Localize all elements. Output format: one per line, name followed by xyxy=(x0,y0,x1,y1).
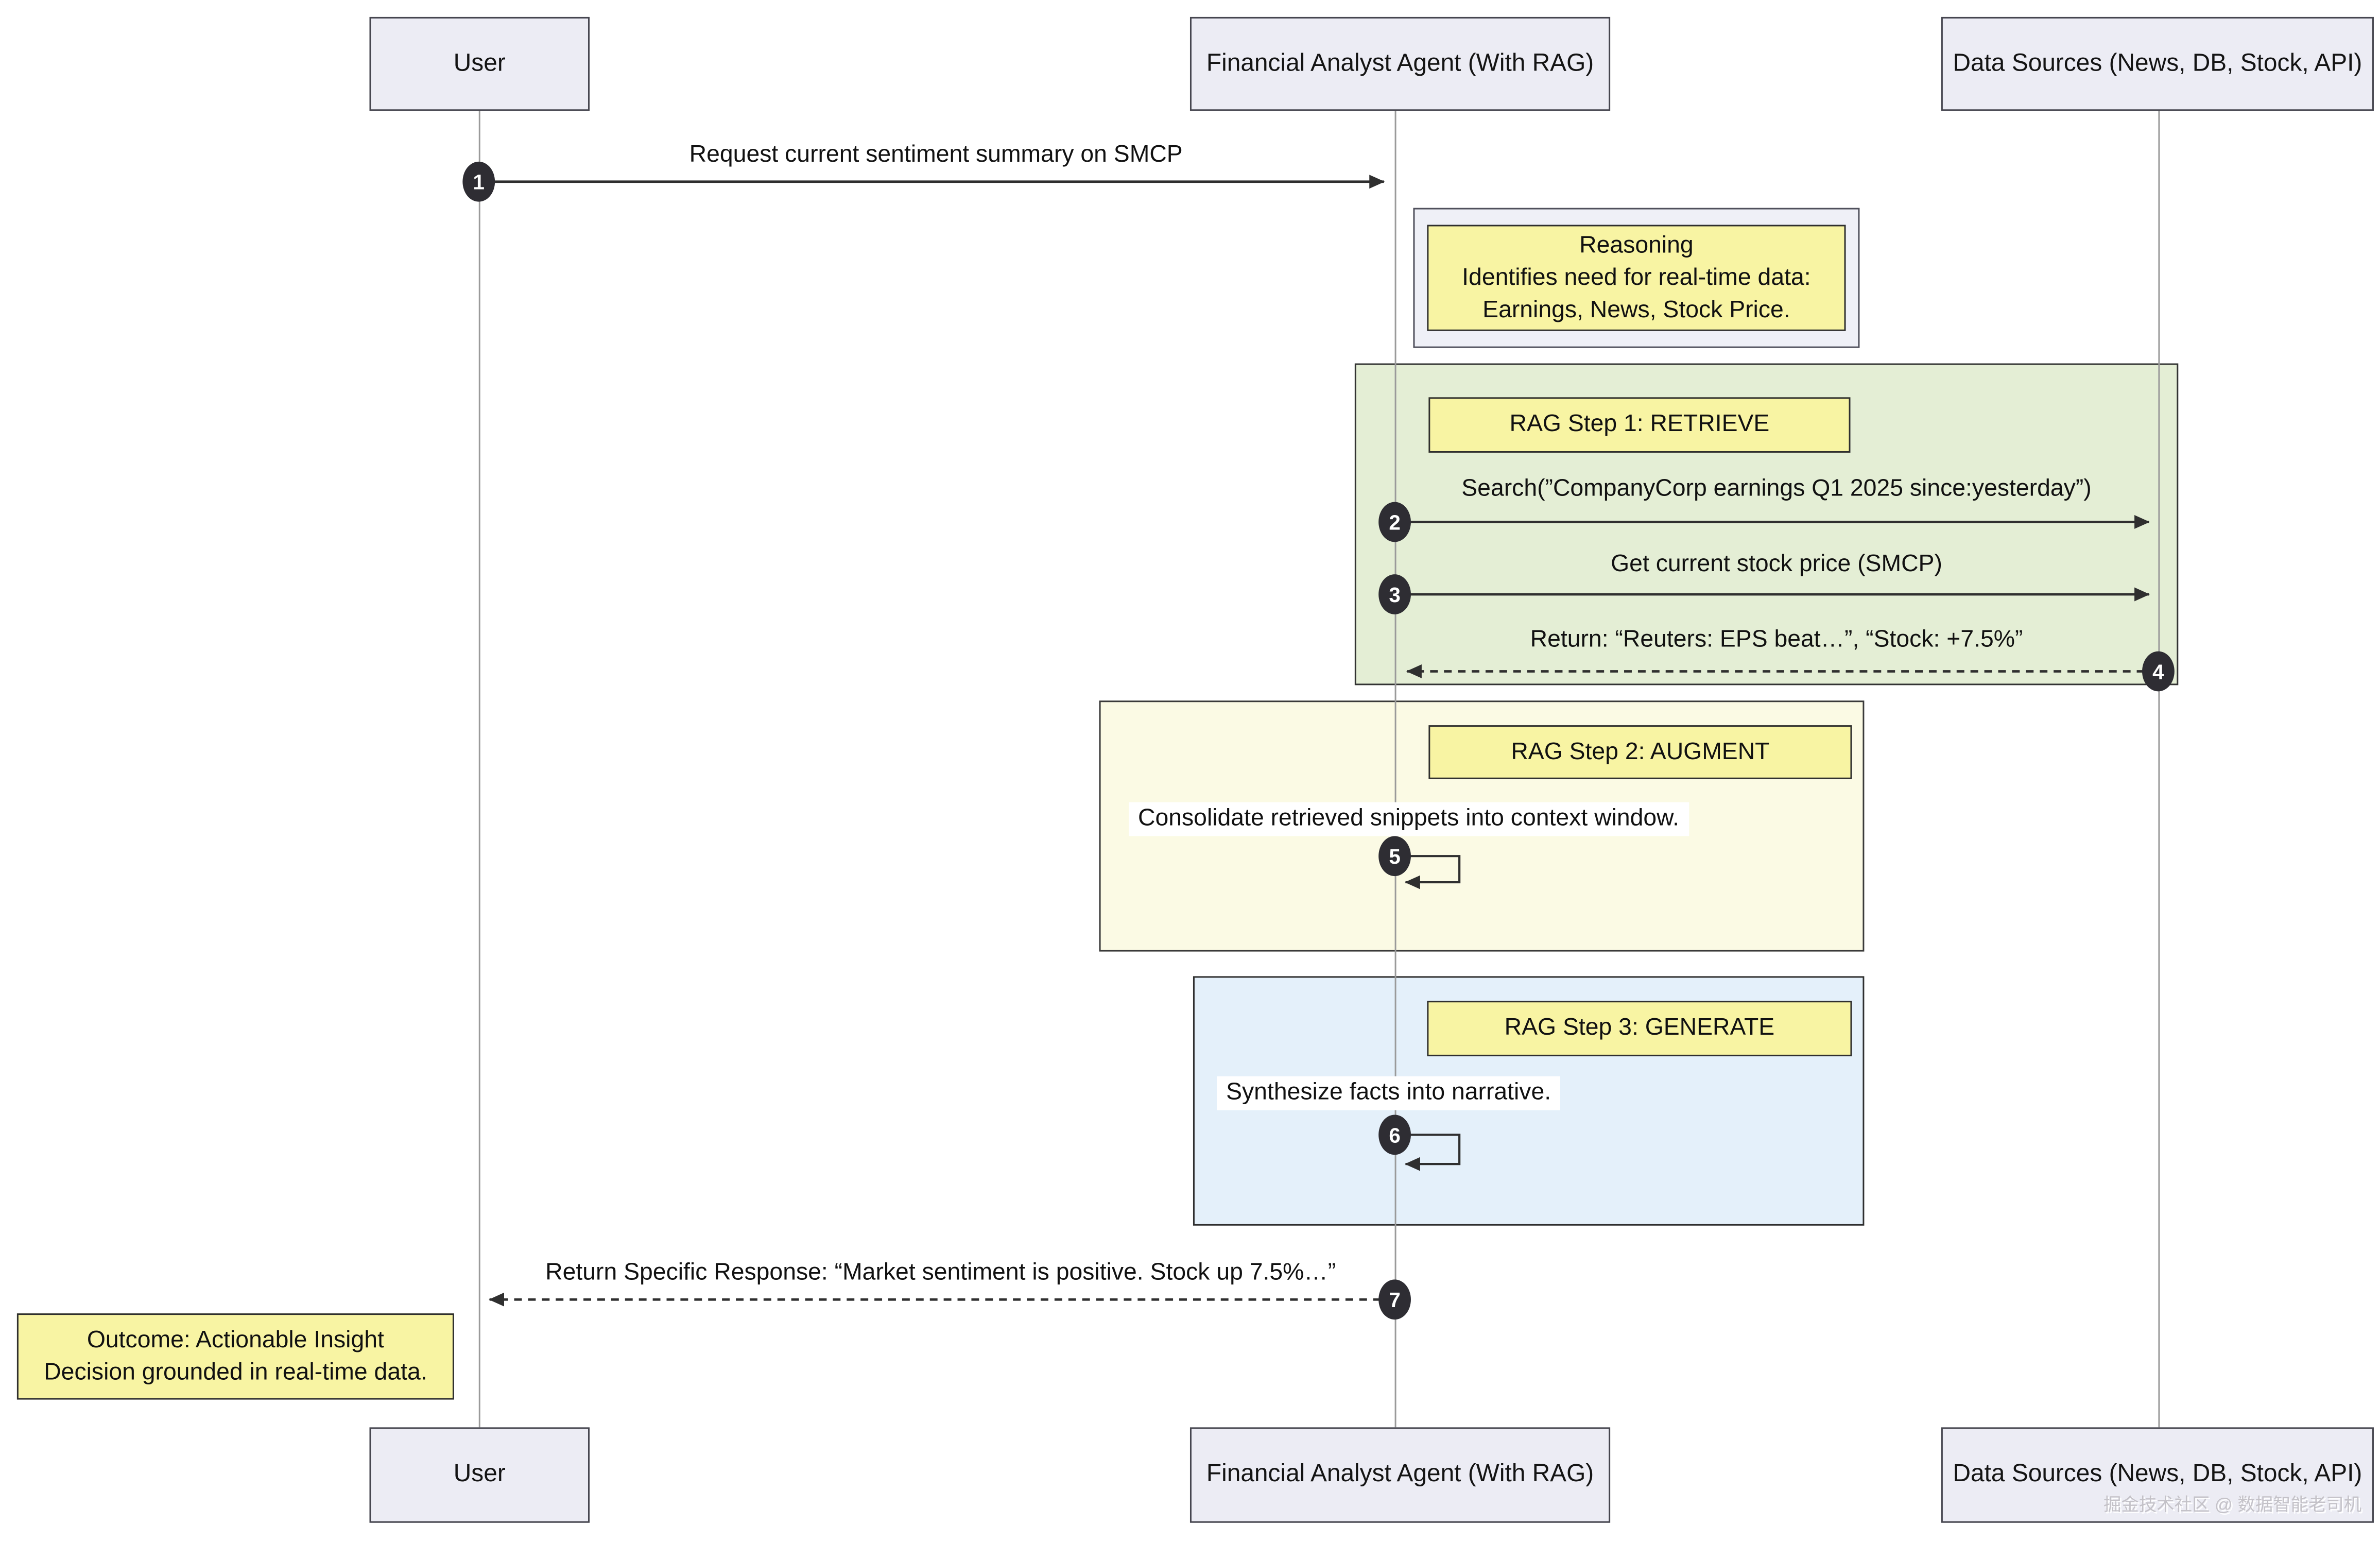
group-augment-label-text: RAG Step 2: AUGMENT xyxy=(1511,738,1770,765)
group-augment-label: RAG Step 2: AUGMENT xyxy=(1428,725,1852,779)
note-reasoning-line2: Earnings, News, Stock Price. xyxy=(1482,297,1790,323)
message-5-label: Consolidate retrieved snippets into cont… xyxy=(1129,802,1688,836)
actor-user-label: User xyxy=(453,50,506,76)
seq-number-4: 4 xyxy=(2142,651,2175,692)
group-retrieve-label-text: RAG Step 1: RETRIEVE xyxy=(1509,411,1770,438)
message-3-label: Get current stock price (SMCP) xyxy=(1611,551,1942,578)
message-2-label: Search(”CompanyCorp earnings Q1 2025 sin… xyxy=(1461,475,2092,502)
actor-user-top: User xyxy=(369,16,590,111)
group-generate-label: RAG Step 3: GENERATE xyxy=(1427,1001,1852,1056)
note-outcome-line1: Outcome: Actionable Insight xyxy=(87,1327,384,1353)
note-outcome: Outcome: Actionable Insight Decision gro… xyxy=(16,1313,454,1400)
message-7-label: Return Specific Response: “Market sentim… xyxy=(545,1259,1336,1286)
actor-agent-bottom-label: Financial Analyst Agent (With RAG) xyxy=(1206,1461,1594,1487)
watermark: 掘金技术社区 @ 数据智能老司机 xyxy=(2103,1496,2362,1515)
seq-number-6: 6 xyxy=(1378,1115,1411,1155)
seq-number-3: 3 xyxy=(1378,574,1411,614)
seq-number-5: 5 xyxy=(1378,836,1411,877)
actor-agent-top: Financial Analyst Agent (With RAG) xyxy=(1189,16,1611,111)
message-1-label: Request current sentiment summary on SMC… xyxy=(689,142,1183,168)
seq-number-2: 2 xyxy=(1378,502,1411,542)
actor-datasources-bottom: Data Sources (News, DB, Stock, API) 掘金技术… xyxy=(1941,1427,2374,1523)
actor-datasources-bottom-label: Data Sources (News, DB, Stock, API) xyxy=(1953,1461,2362,1487)
seq-number-7: 7 xyxy=(1378,1279,1411,1320)
note-reasoning-line1: Identifies need for real-time data: xyxy=(1462,265,1811,292)
actor-user-bottom-label: User xyxy=(453,1461,506,1487)
group-generate-label-text: RAG Step 3: GENERATE xyxy=(1504,1015,1775,1041)
seq-number-1: 1 xyxy=(462,161,495,202)
actor-datasources-label: Data Sources (News, DB, Stock, API) xyxy=(1953,50,2362,76)
note-outcome-line2: Decision grounded in real-time data. xyxy=(44,1359,427,1386)
message-4-label: Return: “Reuters: EPS beat…”, “Stock: +7… xyxy=(1530,626,2023,653)
actor-user-bottom: User xyxy=(369,1427,590,1523)
actor-datasources-top: Data Sources (News, DB, Stock, API) xyxy=(1941,16,2374,111)
actor-agent-label: Financial Analyst Agent (With RAG) xyxy=(1206,50,1594,76)
note-reasoning: Reasoning Identifies need for real-time … xyxy=(1427,225,1846,331)
message-6-label: Synthesize facts into narrative. xyxy=(1217,1076,1561,1110)
actor-agent-bottom: Financial Analyst Agent (With RAG) xyxy=(1189,1427,1611,1523)
group-retrieve-label: RAG Step 1: RETRIEVE xyxy=(1428,397,1851,453)
note-reasoning-title: Reasoning xyxy=(1579,232,1694,259)
